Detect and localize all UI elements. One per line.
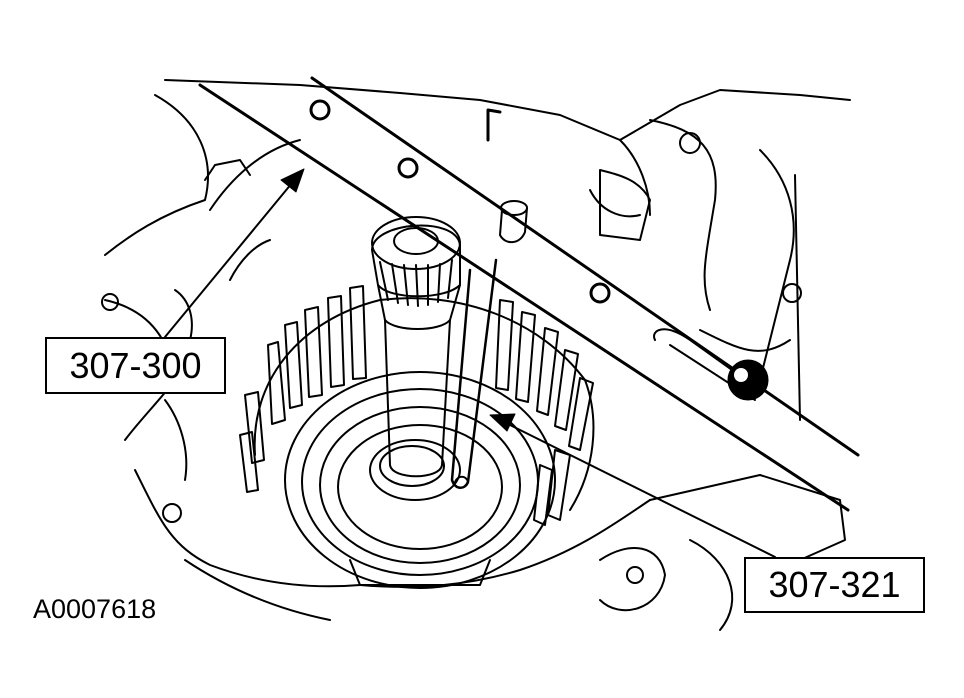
- callout-307-300: 307-300: [45, 337, 226, 394]
- gauge-bar-307-300: [198, 76, 860, 512]
- figure-id-label: A0007618: [33, 594, 157, 624]
- mounting-hole: [101, 293, 119, 311]
- mounting-hole: [679, 132, 701, 154]
- input-shaft: [371, 216, 461, 478]
- callout-307-321: 307-321: [744, 557, 925, 613]
- clutch-drum: [239, 285, 595, 526]
- transmission-case: [101, 79, 851, 631]
- mounting-hole: [626, 566, 644, 584]
- bearing-rings: [284, 371, 556, 589]
- mounting-hole: [782, 283, 802, 303]
- arrowhead-307-300: [280, 168, 305, 193]
- mounting-hole: [162, 503, 182, 523]
- arrowhead-307-321: [489, 413, 516, 432]
- leader-lines: [164, 182, 776, 558]
- gauge-rod-307-321: [450, 200, 528, 489]
